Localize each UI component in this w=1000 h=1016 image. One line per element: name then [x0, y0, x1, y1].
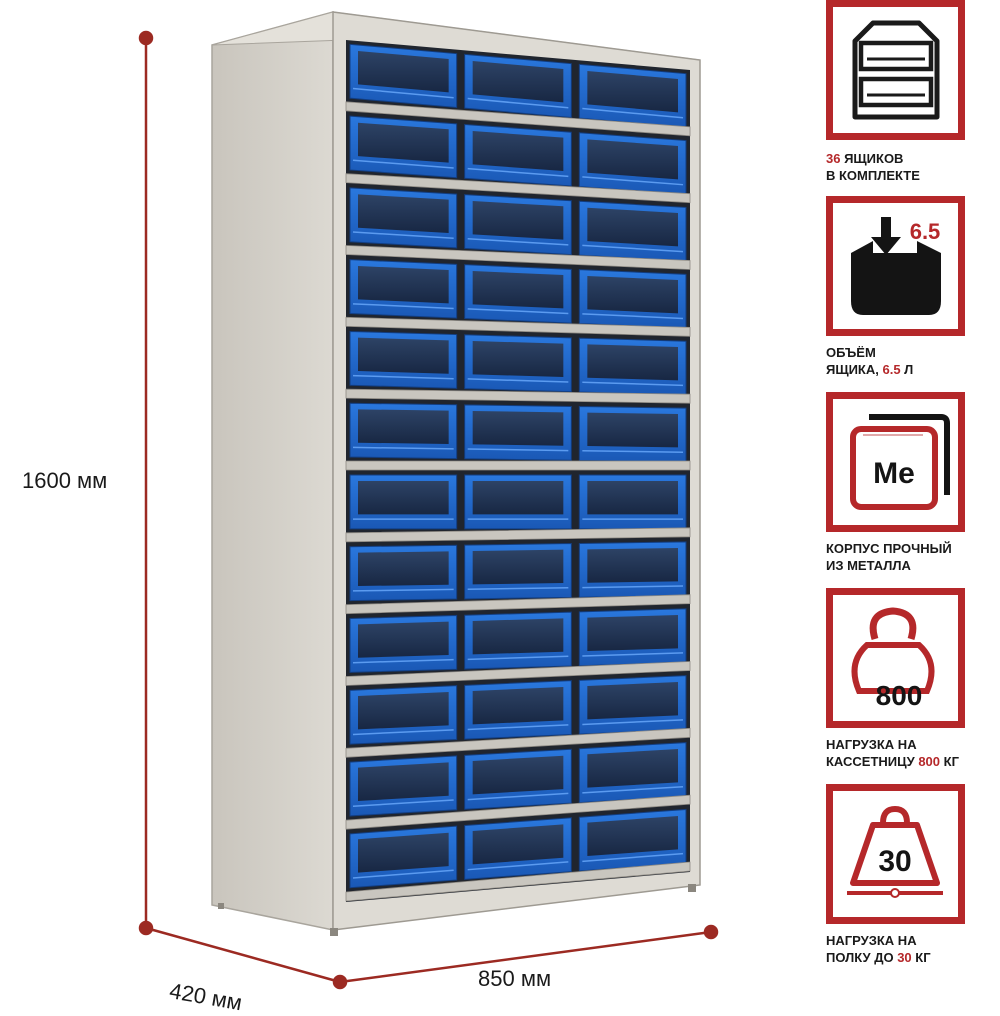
cabinet-load-caption: НАГРУЗКА НА КАССЕТНИЦУ 800 КГ [826, 736, 996, 770]
shelf-rail [345, 316, 691, 337]
dimension-lines [138, 30, 719, 990]
drawer [578, 675, 687, 735]
shelf-rail [345, 101, 691, 137]
caption-text: КГ [940, 754, 959, 769]
drawer-grid [345, 40, 691, 902]
caption-text: Л [900, 362, 914, 377]
metal-tile: Me [826, 392, 965, 532]
drawer [349, 474, 458, 530]
caption-text: В КОМПЛЕКТЕ [826, 168, 920, 183]
drawer [578, 474, 687, 530]
width-label: 850 мм [478, 966, 552, 991]
shelf-rail [345, 460, 691, 471]
drawer [464, 53, 572, 119]
drawer [349, 43, 458, 109]
shelf-load-tile: 30 [826, 784, 965, 924]
caption-text: ОБЪЁМ [826, 345, 876, 360]
shelf-rail [345, 388, 691, 404]
drawer [349, 187, 458, 249]
drawer [578, 406, 687, 463]
drawer [349, 825, 458, 889]
drawer [578, 132, 687, 195]
drawer [349, 544, 458, 602]
dimension-endpoint [138, 30, 154, 46]
drawer [464, 680, 572, 740]
drawer [349, 685, 458, 745]
drawer [464, 611, 572, 670]
drawer [464, 748, 572, 810]
drawer [349, 614, 458, 673]
drawer [578, 200, 687, 262]
drawers-count: 36 [826, 151, 841, 166]
volume-tile: 6.5 [826, 196, 965, 336]
drawer [578, 63, 687, 129]
shelf-rail [345, 527, 691, 543]
cabinet-foot [330, 928, 338, 936]
drawers-icon [852, 20, 940, 120]
shelf-rail [345, 245, 691, 270]
shelf-load-value: 30 [897, 950, 912, 965]
drawer [464, 474, 572, 530]
caption-text: ЯЩИКА, [826, 362, 883, 377]
weight-icon: 30 [847, 805, 943, 898]
volume-icon-text: 6.5 [910, 219, 941, 244]
cabinet-foot [688, 884, 696, 892]
depth-dimension-line [145, 926, 341, 984]
caption-text: НАГРУЗКА НА [826, 933, 917, 948]
drawer [464, 404, 572, 461]
drawer [464, 334, 572, 393]
drawer [464, 123, 572, 187]
cabinet-load-icon-text: 800 [876, 680, 923, 711]
caption-text: КАССЕТНИЦУ [826, 754, 919, 769]
cabinet-load-value: 800 [918, 754, 941, 769]
metal-icon-text: Me [873, 457, 915, 490]
drawer [578, 337, 687, 396]
width-dimension-line [339, 930, 712, 984]
drawer [464, 264, 572, 324]
drawer [349, 259, 458, 319]
shelf-rail [345, 727, 691, 758]
drawer [349, 402, 458, 460]
drawer [578, 608, 687, 667]
drawers-caption: 36 ЯЩИКОВ В КОМПЛЕКТЕ [826, 150, 996, 184]
shelf-load-icon-text: 30 [878, 845, 911, 878]
drawer [464, 543, 572, 600]
shelf-load-caption: НАГРУЗКА НА ПОЛКУ ДО 30 КГ [826, 932, 996, 966]
kettlebell-icon: 800 [851, 607, 935, 711]
drawer [464, 817, 572, 880]
height-label: 1600 мм [22, 468, 108, 493]
volume-caption: ОБЪЁМ ЯЩИКА, 6.5 Л [826, 344, 996, 378]
drawer [578, 808, 687, 872]
cabinet-foot [218, 903, 224, 909]
metal-sheet-icon: Me [850, 414, 950, 510]
shelf-rail [345, 594, 691, 615]
drawer [578, 269, 687, 329]
caption-text: КОРПУС ПРОЧНЫЙ [826, 541, 952, 556]
drawer [349, 330, 458, 389]
drawers-tile [826, 0, 965, 140]
drawer [578, 541, 687, 598]
cabinet-load-tile: 800 [826, 588, 965, 728]
shelf-rail [345, 661, 691, 686]
volume-value: 6.5 [882, 362, 901, 377]
shelf-rail [345, 794, 691, 830]
caption-text: КГ [911, 950, 931, 965]
cabinet-side-panel [211, 11, 334, 931]
dimension-endpoint [703, 924, 719, 940]
drawer [578, 742, 687, 804]
caption-text: ЯЩИКОВ [840, 151, 904, 166]
metal-caption: КОРПУС ПРОЧНЫЙ ИЗ МЕТАЛЛА [826, 540, 996, 574]
caption-text: НАГРУЗКА НА [826, 737, 917, 752]
shelf-rail [345, 173, 691, 204]
shelf-rail [345, 861, 691, 902]
caption-text: ИЗ МЕТАЛЛА [826, 558, 911, 573]
caption-text: ПОЛКУ ДО [826, 950, 898, 965]
drawer [464, 194, 572, 256]
drawer [349, 755, 458, 817]
drawer [349, 115, 458, 179]
box-volume-icon: 6.5 [851, 217, 941, 315]
